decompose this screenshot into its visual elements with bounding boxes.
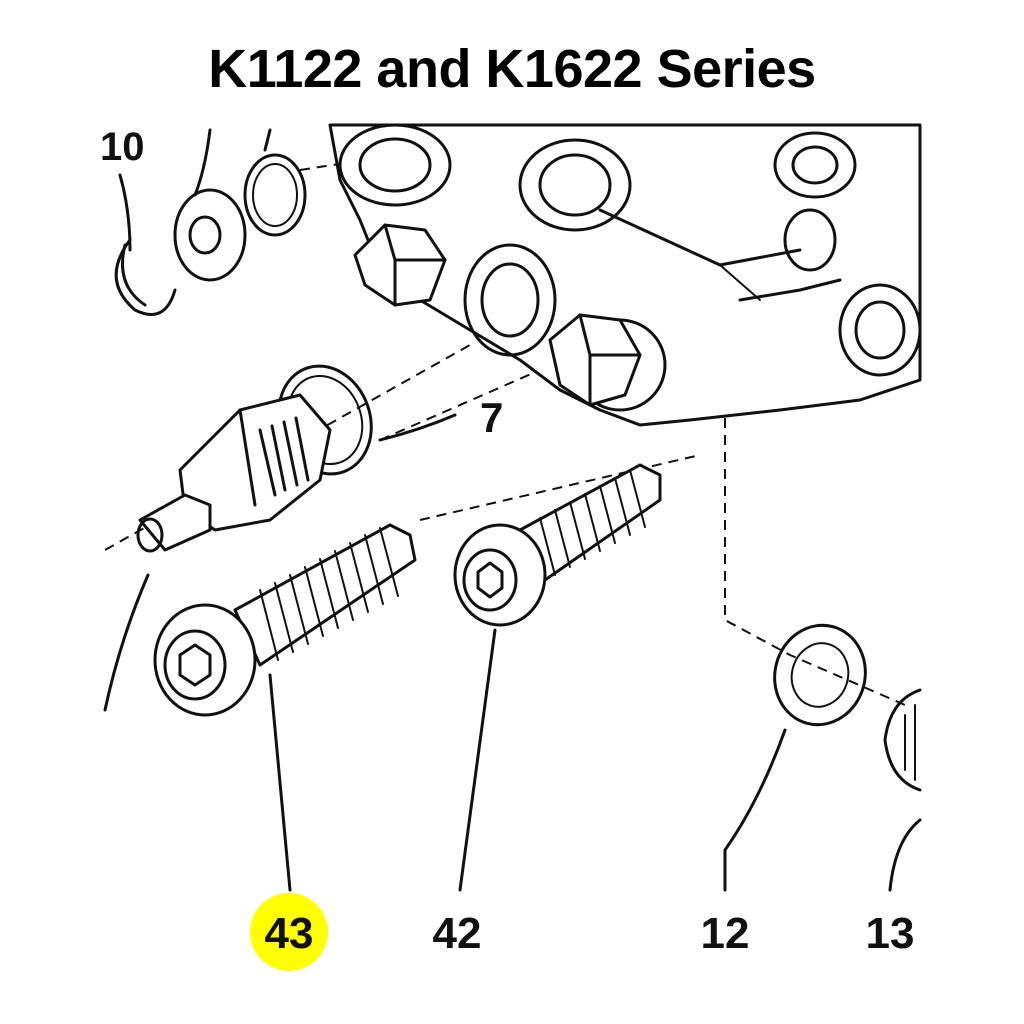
cap-screw-part-42 <box>453 463 662 627</box>
callout-13: 13 <box>866 909 915 958</box>
callout-10: 10 <box>100 125 145 169</box>
leader-lines <box>103 128 922 892</box>
fitting-part-13 <box>883 688 922 792</box>
o-ring-part-upper <box>243 153 307 237</box>
retaining-ring-part <box>114 238 177 316</box>
highlight-circle <box>250 893 328 971</box>
washer-part-12 <box>773 623 867 727</box>
callout-12: 12 <box>701 909 750 958</box>
callout-7: 7 <box>480 394 503 441</box>
callout-43: 43 <box>265 909 314 958</box>
hex-plug-lower <box>548 313 667 412</box>
valve-cartridge-part <box>136 393 332 553</box>
pump-manifold-body <box>328 123 922 427</box>
page-title: K1122 and K1622 Series <box>208 39 816 99</box>
cap-screw-part-43 <box>153 523 417 717</box>
hex-plug-upper <box>353 223 447 307</box>
callout-42: 42 <box>433 909 482 958</box>
washer-part-upper <box>173 188 247 282</box>
